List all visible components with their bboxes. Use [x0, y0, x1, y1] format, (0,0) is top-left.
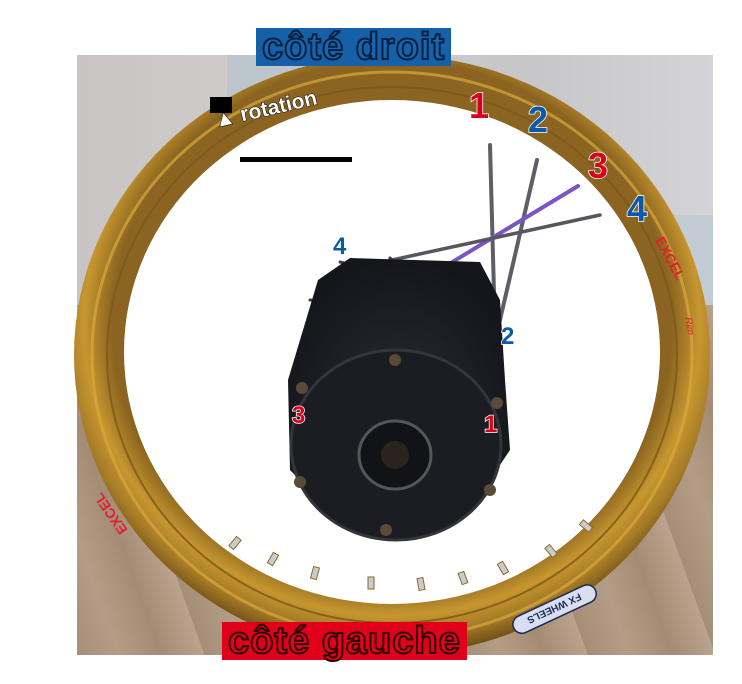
rim-number-2: 2: [527, 98, 549, 141]
rim-script-right: Rim: [682, 317, 696, 336]
rim-number-3: 3: [587, 144, 609, 187]
rim-number-4: 4: [626, 187, 648, 230]
hub: [288, 258, 510, 542]
title-right-side-text: côté droit: [261, 26, 446, 68]
rotation-bar-bottom: [240, 157, 352, 162]
title-right-side: côté droit: [256, 26, 458, 71]
rotation-bar-top: [210, 97, 232, 113]
hub-number-2: 2: [500, 322, 515, 351]
spoke-nipples: [228, 519, 594, 592]
hub-number-3: 3: [291, 401, 306, 430]
title-left-side-text: côté gauche: [227, 620, 461, 662]
rim-number-1: 1: [468, 84, 490, 127]
hub-number-1: 1: [483, 410, 498, 439]
hub-number-4: 4: [332, 232, 347, 261]
title-left-side: côté gauche: [222, 620, 473, 665]
